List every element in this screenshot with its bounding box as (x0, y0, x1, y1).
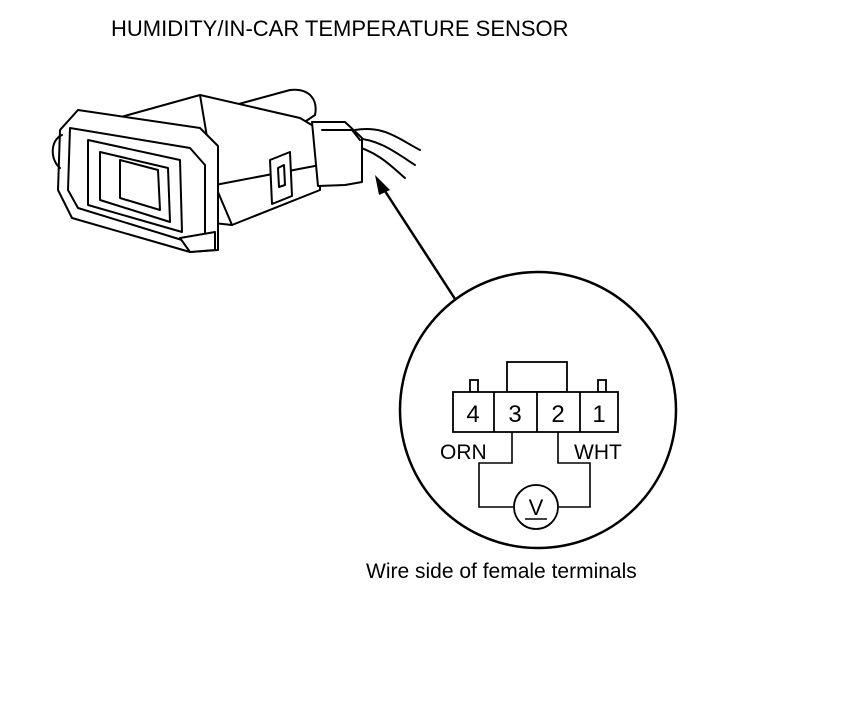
diagram-caption: Wire side of female terminals (366, 560, 637, 583)
connector-face (452, 361, 619, 433)
wire-color-orn: ORN (440, 441, 487, 464)
test-leads (478, 432, 591, 508)
pointer-arrow (375, 175, 459, 303)
voltmeter-icon (513, 484, 559, 530)
terminal-2-label: 2 (551, 401, 564, 428)
terminal-1-label: 1 (592, 401, 605, 428)
terminal-4-label: 4 (466, 401, 479, 428)
terminal-detail-circle: 4 3 2 1 V ORN WHT (398, 270, 678, 550)
wire-color-wht: WHT (574, 441, 622, 464)
terminal-3-label: 3 (508, 401, 521, 428)
diagram-title: HUMIDITY/IN-CAR TEMPERATURE SENSOR (111, 16, 569, 41)
sensor-illustration (51, 88, 421, 253)
voltmeter-symbol: V (529, 495, 544, 520)
